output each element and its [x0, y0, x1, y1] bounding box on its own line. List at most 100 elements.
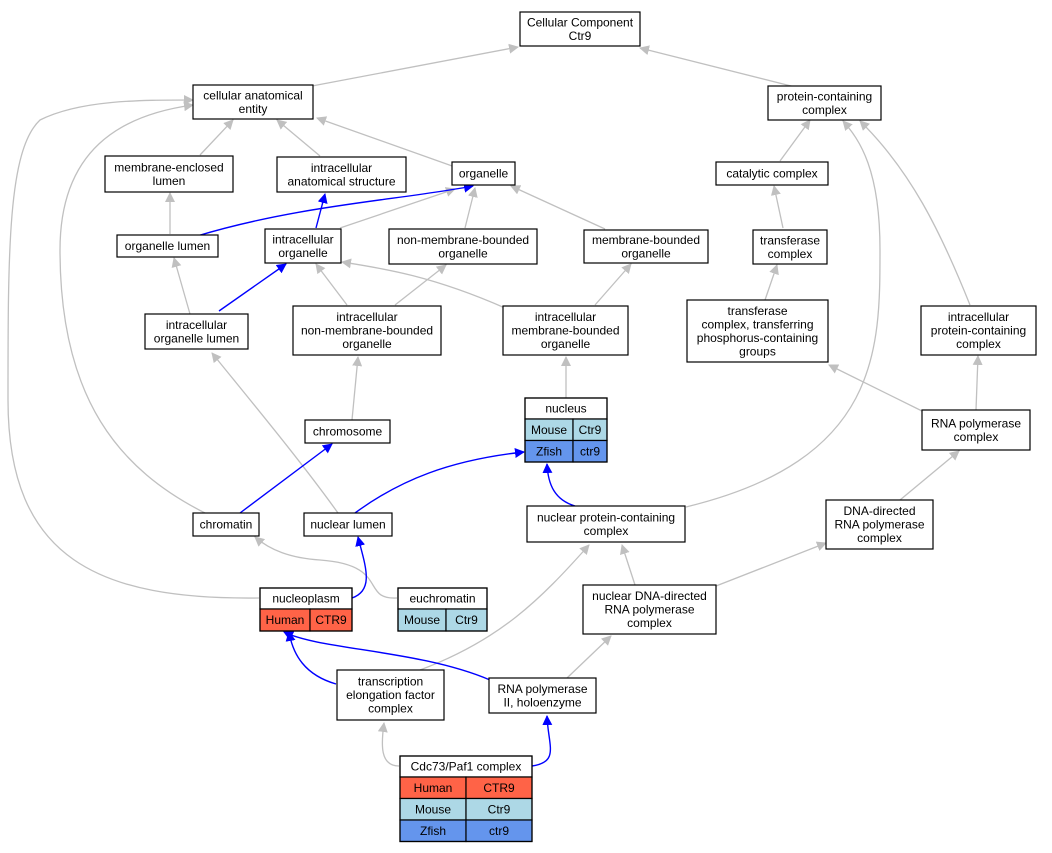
node-transferase-complex-label-line-2: complex	[768, 247, 813, 261]
node-catalytic-complex: catalytic complex	[715, 161, 829, 186]
node-intracellular-anatomical-structure-label-line-1: intracellular	[311, 161, 372, 175]
node-nuclear-protein-containing-complex-label-line-2: complex	[584, 524, 629, 538]
edge-imbo-to-mbo	[594, 263, 632, 306]
edge-organelle-to-cae	[316, 116, 456, 168]
node-protein-containing-complex-box	[767, 85, 882, 121]
node-chromatin-label-line-1: chromatin	[200, 518, 253, 532]
edge-ipcc-to-pcc	[859, 120, 971, 306]
node-transcription-elongation-factor-complex-box	[336, 669, 445, 721]
node-intracellular-organelle-lumen-label-line-1: intracellular	[166, 318, 227, 332]
edge-blue-iol-to-io	[218, 263, 287, 312]
node-intracellular-membrane-bounded-organelle-label-line-3: organelle	[541, 337, 591, 351]
edge-blue-cdc73-to-rnap2	[531, 715, 553, 767]
node-intracellular-membrane-bounded-organelle-label-line-2: membrane-bounded	[511, 324, 619, 338]
node-cdc73-paf1-complex-species-label-3: Zfish	[420, 824, 446, 838]
node-catalytic-complex-box	[715, 161, 829, 186]
node-intracellular-protein-containing-complex-label-line-1: intracellular	[948, 310, 1009, 324]
node-transferase-phospho-label-line-2: complex, transferring	[701, 317, 813, 331]
node-rna-polymerase-complex-label-line-1: RNA polymerase	[931, 416, 1021, 430]
node-intracellular-non-membrane-bounded-organelle-label-line-1: intracellular	[336, 310, 397, 324]
node-membrane-bounded-organelle-label-line-1: membrane-bounded	[592, 233, 700, 247]
edge-nucleoplasm-to-cae	[7, 95, 260, 599]
edge-imbo-to-io	[341, 258, 506, 309]
node-nucleoplasm-gene-label-1: CTR9	[315, 613, 347, 627]
node-organelle-lumen-label-line-1: organelle lumen	[125, 239, 210, 253]
node-intracellular-membrane-bounded-organelle-box	[502, 305, 629, 356]
edge-nuclearlumen-to-iol	[211, 352, 339, 514]
node-protein-containing-complex-label-line-2: complex	[802, 103, 847, 117]
edge-pcc-to-root	[639, 45, 796, 88]
edge-mel-to-cae	[199, 119, 234, 156]
node-dna-directed-rna-polymerase-complex-label-line-1: DNA-directed	[843, 504, 915, 518]
edge-cae-to-root	[311, 43, 519, 87]
node-dna-directed-rna-polymerase-complex-label-line-2: RNA polymerase	[834, 518, 924, 532]
node-root-label-line-1: Cellular Component	[527, 15, 634, 29]
edge-blue-ol-to-organelle	[196, 182, 474, 237]
node-euchromatin-species-label-1: Mouse	[404, 613, 440, 627]
edge-rnapc-to-ipcc	[972, 355, 983, 411]
edge-tcp-to-transferase	[764, 264, 779, 301]
node-organelle-label-line-1: organelle	[459, 167, 509, 181]
edge-blue-tefc-to-nucleoplasm	[285, 631, 337, 685]
node-cellular-anatomical-entity-box	[192, 84, 314, 120]
node-cdc73-paf1-complex-gene-label-3: ctr9	[489, 824, 509, 838]
node-nuclear-protein-containing-complex-label-line-1: nuclear protein-containing	[537, 510, 675, 524]
edge-rnap2-to-ndna	[566, 635, 612, 679]
node-nucleoplasm-species-label-1: Human	[266, 613, 305, 627]
edge-euchromatin-to-chromatin	[254, 536, 398, 599]
node-dna-directed-rna-polymerase-complex-label-line-3: complex	[857, 531, 902, 545]
edge-chromosome-to-inmbo	[351, 356, 363, 421]
node-chromosome-box	[304, 419, 391, 444]
node-intracellular-protein-containing-complex-label-line-2: protein-containing	[931, 324, 1026, 338]
node-nuclear-dna-directed-rna-polymerase-complex-box	[582, 584, 717, 635]
node-nucleus-species-label-2: Zfish	[536, 444, 562, 458]
node-transcription-elongation-factor-complex-label-line-1: transcription	[358, 675, 423, 689]
edge-blue-chromatin-to-chromosome	[239, 443, 333, 514]
node-euchromatin-gene-label-1: Ctr9	[455, 613, 478, 627]
node-transcription-elongation-factor-complex-label-line-3: complex	[368, 702, 413, 716]
edges	[7, 43, 983, 767]
node-non-membrane-bounded-organelle-label-line-2: organelle	[438, 246, 488, 260]
node-catalytic-complex-label-line-1: catalytic complex	[726, 167, 817, 181]
node-nuclear-lumen: nuclear lumen	[303, 512, 393, 537]
edge-blue-npcc-to-nucleus	[542, 463, 576, 507]
node-cdc73-paf1-complex-label-line-1: Cdc73/Paf1 complex	[411, 760, 522, 774]
node-membrane-bounded-organelle-box	[583, 229, 709, 264]
node-non-membrane-bounded-organelle-label-line-1: non-membrane-bounded	[397, 233, 529, 247]
edge-iol-to-ol	[171, 257, 191, 315]
node-chromatin: chromatin	[192, 512, 260, 537]
node-nuclear-protein-containing-complex-box	[526, 505, 686, 543]
edge-rnapc-to-tcp	[828, 364, 925, 413]
node-organelle-box	[451, 161, 516, 186]
edge-mbo-to-organelle	[510, 185, 606, 230]
node-intracellular-membrane-bounded-organelle-label-line-1: intracellular	[535, 310, 596, 324]
node-rna-polymerase-complex-box	[921, 409, 1031, 451]
node-nuclear-dna-directed-rna-polymerase-complex-label-line-1: nuclear DNA-directed	[592, 589, 707, 603]
node-transferase-complex-box	[752, 229, 828, 265]
node-root-label-line-2: Ctr9	[569, 29, 592, 43]
edge-inmbo-to-nmbo	[394, 264, 447, 306]
node-rna-polymerase-complex-label-line-2: complex	[954, 430, 999, 444]
edge-tefc-to-npcc	[419, 544, 590, 671]
node-non-membrane-bounded-organelle-box	[388, 228, 538, 265]
node-intracellular-organelle-label-line-2: organelle	[278, 246, 328, 260]
node-nucleus-label-line-1: nucleus	[545, 402, 586, 416]
node-nucleoplasm-outline	[259, 587, 353, 632]
node-nucleoplasm-label-line-1: nucleoplasm	[272, 592, 339, 606]
